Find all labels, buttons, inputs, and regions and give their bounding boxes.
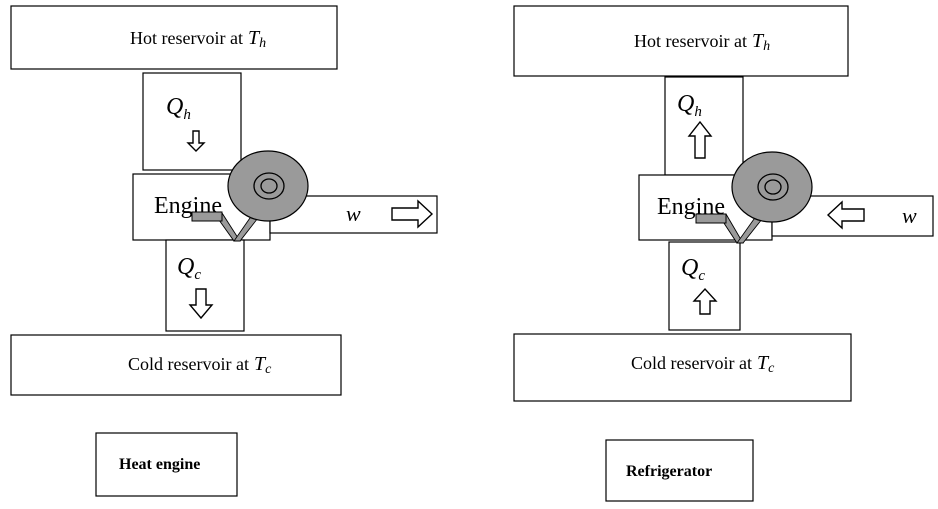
flywheel-ring-inner: [260, 178, 278, 194]
hot-temp-subscript: h: [259, 36, 266, 51]
work-right-arrow-icon: [391, 199, 434, 229]
cold-temp-subscript: c: [265, 362, 272, 377]
qc-up-arrow-icon: [692, 287, 718, 315]
qh-symbol: Q: [166, 94, 183, 120]
qh-label: Qh: [677, 91, 702, 120]
qc-down-arrow-icon: [188, 288, 214, 320]
refrigerator-title: Refrigerator: [605, 439, 754, 502]
work-label: w: [902, 203, 917, 228]
qc-label: Qc: [177, 254, 201, 283]
piston-icon: [695, 213, 727, 224]
hot-reservoir-box: [10, 5, 338, 70]
qh-subscript: h: [694, 104, 702, 120]
refrigerator-flywheel: [695, 151, 813, 244]
hot-reservoir-text: Hot reservoir at: [130, 28, 243, 48]
heat-engine-title: Heat engine: [95, 432, 238, 497]
qh-down-arrow-icon: [186, 130, 206, 152]
qc-subscript: c: [698, 268, 705, 284]
qc-label: Qc: [681, 255, 705, 284]
cold-reservoir-text: Cold reservoir at: [128, 354, 249, 374]
refrigerator-qc-column: Qc: [668, 241, 741, 331]
hot-temp-subscript: h: [763, 39, 770, 54]
work-left-arrow-icon: [826, 200, 865, 230]
flywheel-ring-outer: [757, 173, 789, 201]
qh-up-arrow-icon: [687, 120, 713, 159]
cold-reservoir-box: [513, 333, 852, 402]
qh-label: Qh: [166, 94, 191, 123]
heat-engine-flywheel: [191, 150, 309, 242]
cold-reservoir-box: [10, 334, 342, 396]
hot-temp-symbol: T: [248, 27, 261, 49]
qc-symbol: Q: [177, 254, 194, 280]
cold-temp-symbol: T: [757, 352, 770, 374]
work-label: w: [346, 201, 361, 226]
cold-reservoir-text: Cold reservoir at: [631, 353, 752, 373]
cold-temp-symbol: T: [254, 353, 267, 375]
hot-reservoir-text: Hot reservoir at: [634, 31, 747, 51]
qh-subscript: h: [183, 107, 191, 123]
flywheel-ring-inner: [764, 179, 782, 195]
hot-temp-symbol: T: [752, 30, 765, 52]
refrigerator-title-box: [605, 439, 754, 502]
cold-temp-subscript: c: [768, 361, 775, 376]
heat-engine-qc-column: Qc: [165, 239, 245, 332]
qh-box: [142, 72, 242, 171]
qc-box: [668, 241, 741, 331]
flywheel-icon: [227, 150, 309, 222]
qc-box: [165, 239, 245, 332]
hot-reservoir-box: [513, 5, 849, 77]
heat-engine-title-box: [95, 432, 238, 497]
refrigerator-qh-column: Qh: [664, 76, 744, 176]
qh-symbol: Q: [677, 91, 694, 117]
refrigerator-title-label: Refrigerator: [626, 463, 712, 480]
flywheel-ring-outer: [253, 172, 285, 200]
qc-subscript: c: [194, 267, 201, 283]
qc-symbol: Q: [681, 255, 698, 281]
flywheel-icon: [731, 151, 813, 223]
heat-engine-title-label: Heat engine: [119, 456, 200, 473]
heat-engine-qh-column: Qh: [142, 72, 242, 171]
piston-icon: [191, 211, 223, 222]
